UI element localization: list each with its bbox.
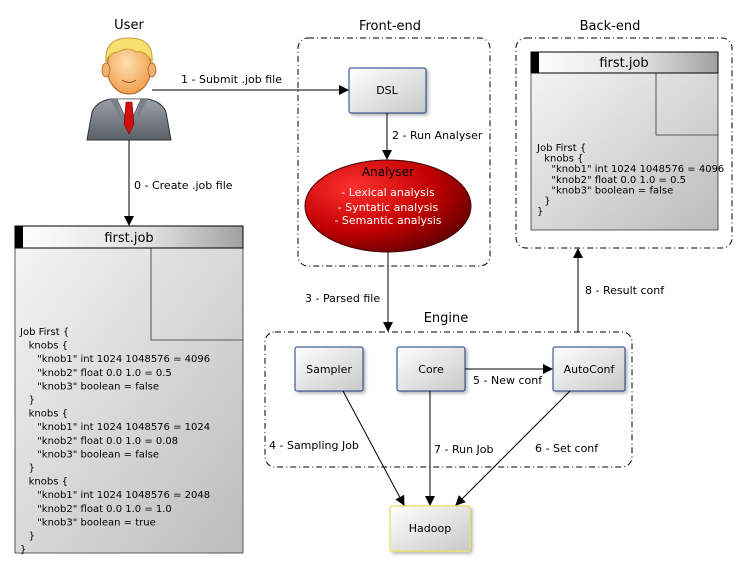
code-line: } [537, 207, 543, 218]
job-left-code: Job First { knobs { "knob1" int 1024 10485… [19, 327, 210, 556]
engine-container [264, 331, 633, 468]
code-line: "knob2" float 0.0 1.0 = 0.5 [551, 175, 686, 186]
code-line: "knob1" int 1024 1048576 = 2048 [37, 490, 210, 501]
code-line: "knob1" int 1024 1048576 = 4096 [37, 354, 210, 365]
code-line: knobs { [29, 409, 68, 420]
autoconf-box[interactable]: AutoConf [552, 346, 626, 392]
code-line: Job First { [19, 327, 69, 338]
frontend-container [297, 37, 491, 267]
user-label: User [114, 18, 144, 33]
job-left-title: first.job [104, 231, 153, 246]
code-line: "knob3" boolean = true [37, 517, 156, 528]
arrow-label-6: 6 - Set conf [535, 442, 599, 455]
code-line: } [29, 463, 35, 474]
dsl-box[interactable]: DSL [348, 67, 427, 114]
code-line: } [544, 196, 550, 207]
code-line: "knob3" boolean = false [37, 381, 159, 392]
arrow-label-5: 5 - New conf [473, 374, 543, 387]
code-line: "knob1" int 1024 1048576 = 1024 [37, 422, 210, 433]
analyser-item-semantic: - Semantic analysis [334, 214, 441, 227]
code-line: } [29, 395, 35, 406]
job-right-code: Job First {knobs {"knob1" int 1024 10485… [536, 143, 724, 218]
code-line: knobs { [29, 477, 68, 488]
core-box[interactable]: Core [396, 346, 466, 392]
user-avatar-icon [86, 37, 172, 141]
analyser-title: Analyser [362, 165, 414, 179]
autoconf-label: AutoConf [564, 363, 616, 376]
job-right-title: first.job [599, 56, 648, 71]
hadoop-label: Hadoop [409, 522, 451, 535]
arrow-label-7: 7 - Run Job [434, 443, 494, 456]
arrow-label-2: 2 - Run Analyser [392, 129, 483, 142]
analyser-item-syntatic: - Syntatic analysis [338, 201, 439, 214]
code-line: Job First { [536, 143, 586, 154]
hadoop-box[interactable]: Hadoop [389, 505, 471, 552]
analyser-ellipse[interactable]: Analyser - Lexical analysis - Syntatic a… [304, 159, 472, 253]
frontend-label: Front-end [359, 19, 421, 34]
code-line: "knob3" boolean = false [37, 449, 159, 460]
dsl-label: DSL [376, 84, 398, 97]
sampler-label: Sampler [306, 363, 352, 376]
code-line: "knob3" boolean = false [551, 185, 673, 196]
backend-label: Back-end [580, 19, 641, 34]
arrow-sampling-job [342, 390, 405, 506]
arrow-label-0: 0 - Create .job file [134, 179, 233, 192]
arrow-label-8: 8 - Result conf [585, 284, 665, 297]
analyser-item-lexical: - Lexical analysis [341, 186, 435, 199]
job-file-right: first.job Job First {knobs {"knob1" int … [530, 51, 724, 231]
sampler-box[interactable]: Sampler [294, 346, 364, 392]
arrow-set-conf [455, 390, 571, 506]
arrow-label-3: 3 - Parsed file [305, 292, 380, 305]
code-line: knobs { [544, 154, 583, 165]
code-line: "knob2" float 0.0 1.0 = 1.0 [37, 504, 172, 515]
arrow-label-1: 1 - Submit .job file [181, 73, 282, 86]
code-line: "knob2" float 0.0 1.0 = 0.08 [37, 436, 178, 447]
code-line: "knob1" int 1024 1048576 = 4096 [551, 164, 724, 175]
core-label: Core [418, 363, 444, 376]
code-line: } [29, 531, 35, 542]
code-line: "knob2" float 0.0 1.0 = 0.5 [37, 368, 172, 379]
arrow-label-4: 4 - Sampling Job [269, 439, 359, 452]
code-line: } [20, 545, 26, 556]
code-line: knobs { [29, 341, 68, 352]
engine-label: Engine [424, 311, 469, 326]
job-file-left: first.job Job First { knobs { "knob1" int … [14, 225, 244, 556]
